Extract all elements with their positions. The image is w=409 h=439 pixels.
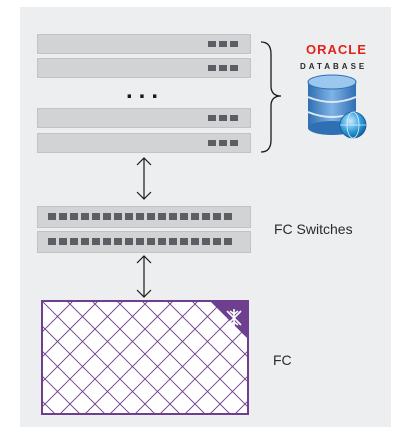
database-icon: [307, 74, 367, 139]
double-arrow-icon: [136, 157, 152, 200]
double-arrow-icon: [136, 255, 152, 298]
server-2: [37, 58, 251, 78]
server-leds: [208, 140, 238, 146]
fc-switch-2: [37, 231, 251, 253]
storage-badge-icon: [226, 309, 242, 327]
switch-ports: [48, 213, 232, 220]
server-1: [37, 34, 251, 54]
brace-icon: [260, 41, 282, 153]
server-leds: [208, 115, 238, 121]
database-wordmark: DATABASE: [300, 62, 368, 71]
fc-switch-1: [37, 206, 251, 228]
fc-storage-array: [41, 300, 249, 415]
fc-switches-label: FC Switches: [274, 221, 353, 237]
server-leds: [208, 65, 238, 71]
switch-ports: [48, 238, 232, 245]
server-3: [37, 108, 251, 128]
server-4: [37, 133, 251, 153]
fc-storage-label: FC: [273, 352, 292, 368]
oracle-logo: ORACLE: [306, 42, 367, 57]
server-leds: [208, 41, 238, 47]
